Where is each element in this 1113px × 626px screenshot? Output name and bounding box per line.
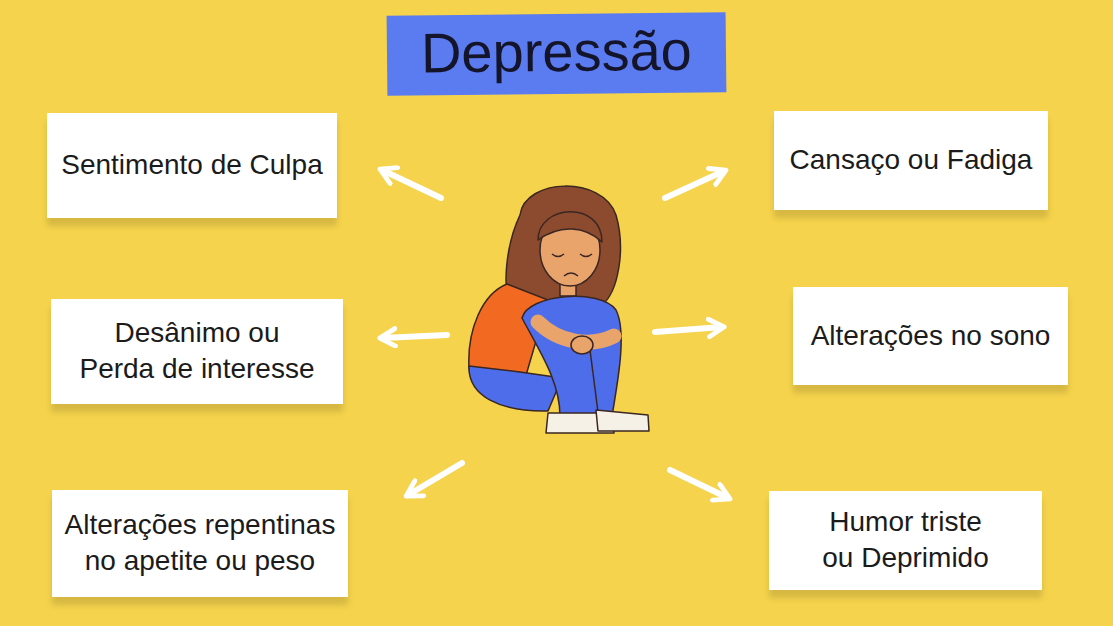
symptom-label: Cansaço ou Fadiga xyxy=(790,142,1033,178)
title-highlight: Depressão xyxy=(387,12,727,96)
sad-mouth xyxy=(564,273,578,276)
symptom-box: Cansaço ou Fadiga xyxy=(774,111,1048,210)
symptom-label: Alterações repentinas no apetite ou peso xyxy=(64,507,336,580)
pointer-arrow xyxy=(382,335,447,338)
title-area: Depressão xyxy=(0,14,1113,94)
pointer-arrow xyxy=(408,463,462,495)
leg-line xyxy=(590,350,598,412)
pointer-arrows xyxy=(382,170,728,498)
symptom-box: Desânimo ou Perda de interesse xyxy=(51,299,343,404)
symptom-box: Alterações repentinas no apetite ou peso xyxy=(52,490,348,597)
pointer-arrow xyxy=(655,327,722,332)
hand xyxy=(571,336,593,354)
sad-girl-figure xyxy=(469,186,649,433)
pointer-arrow xyxy=(382,170,441,198)
bangs xyxy=(538,212,602,242)
closed-eye xyxy=(580,254,592,257)
symptom-box: Humor triste ou Deprimido xyxy=(769,491,1042,590)
symptom-box: Alterações no sono xyxy=(793,287,1068,385)
shoe xyxy=(596,410,649,431)
symptom-label: Desânimo ou Perda de interesse xyxy=(63,315,331,388)
diagram-title: Depressão xyxy=(421,19,692,86)
jeans-seat xyxy=(469,366,562,411)
symptom-label: Alterações no sono xyxy=(811,318,1051,354)
symptom-label: Humor triste ou Deprimido xyxy=(781,504,1030,577)
closed-eye xyxy=(552,254,564,257)
jeans-legs xyxy=(522,296,621,416)
pointer-arrow xyxy=(670,470,728,498)
symptom-label: Sentimento de Culpa xyxy=(61,147,323,183)
symptom-box: Sentimento de Culpa xyxy=(47,113,337,218)
pointer-arrow xyxy=(665,171,724,198)
